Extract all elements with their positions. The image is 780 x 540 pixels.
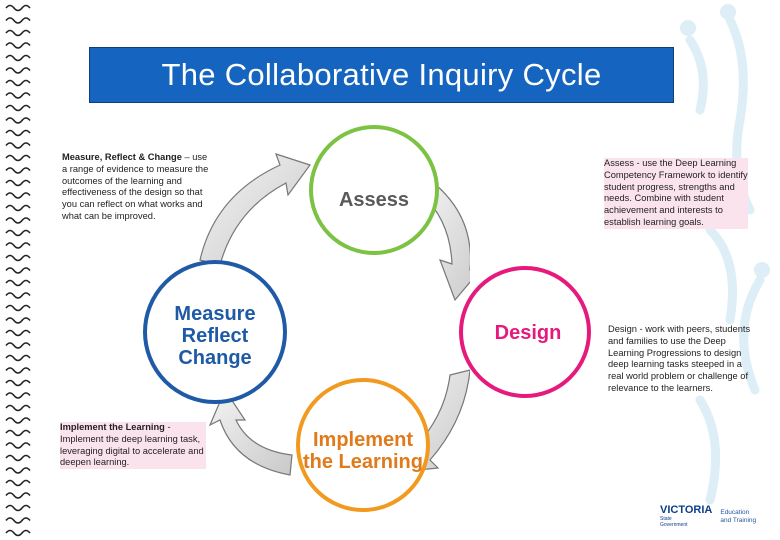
spiral-ring <box>5 142 31 149</box>
title-banner: The Collaborative Inquiry Cycle <box>89 47 674 103</box>
implement-label-line2: the Learning <box>303 451 423 473</box>
spiral-ring <box>5 492 31 499</box>
spiral-ring <box>5 42 31 49</box>
arrow-measure-to-assess <box>199 153 311 266</box>
spiral-ring <box>5 117 31 124</box>
spiral-ring <box>5 92 31 99</box>
spiral-ring <box>5 504 31 512</box>
page-title: The Collaborative Inquiry Cycle <box>161 57 602 92</box>
measure-label-line1: Measure <box>174 303 255 325</box>
spiral-ring <box>5 292 31 299</box>
logo-sub1: State <box>660 516 672 522</box>
design-circle-outline <box>459 266 591 398</box>
spiral-ring <box>5 517 31 524</box>
spiral-ring <box>5 29 31 37</box>
design-label: Design <box>495 322 562 344</box>
spiral-ring <box>5 267 31 274</box>
measure-label-line3: Change <box>178 347 251 369</box>
spiral-ring <box>5 367 31 374</box>
spiral-ring <box>5 254 31 262</box>
note-design: Design - work with peers, students and f… <box>608 324 752 395</box>
spiral-ring <box>5 129 31 137</box>
spiral-ring <box>5 154 31 162</box>
logo-dept1: Education <box>720 509 750 516</box>
note-assess-text: Assess - use the Deep Learning Competenc… <box>604 158 748 227</box>
spiral-ring <box>5 204 31 212</box>
victoria-government-logo: VICTORIA State Government Education and … <box>660 504 756 529</box>
logo-name: VICTORIA <box>660 504 713 516</box>
spiral-ring <box>5 217 31 224</box>
note-measure-text: – use a range of evidence to measure the… <box>62 152 209 221</box>
spiral-ring <box>5 417 31 424</box>
spiral-binding <box>5 4 31 537</box>
note-design-text: Design - work with peers, students and f… <box>608 324 751 393</box>
spiral-ring <box>5 429 31 437</box>
note-implement-text: - Implement the deep learning task, leve… <box>60 422 204 468</box>
spiral-ring <box>5 167 31 174</box>
cycle-diagram: Assess Implement the Learning Measure Re… <box>143 125 470 512</box>
spiral-ring <box>5 67 31 74</box>
spiral-ring <box>5 17 31 24</box>
spiral-ring <box>5 529 31 537</box>
note-measure: Measure, Reflect & Change – use a range … <box>62 152 214 223</box>
spiral-ring <box>5 179 31 187</box>
spiral-ring <box>5 317 31 324</box>
measure-circle <box>143 260 287 404</box>
spiral-ring <box>5 479 31 487</box>
note-implement: Implement the Learning - Implement the d… <box>60 422 206 470</box>
spiral-ring <box>5 304 31 312</box>
implement-circle <box>296 378 430 512</box>
assess-label: Assess <box>339 189 409 211</box>
spiral-ring <box>5 192 31 199</box>
spiral-ring <box>5 104 31 112</box>
assess-circle <box>309 125 439 255</box>
spiral-ring <box>5 392 31 399</box>
note-assess: Assess - use the Deep Learning Competenc… <box>604 158 748 229</box>
logo-department: Education and Training <box>720 509 756 524</box>
spiral-ring <box>5 54 31 62</box>
spiral-ring <box>5 329 31 337</box>
spiral-ring <box>5 454 31 462</box>
logo-dept2: and Training <box>720 516 757 524</box>
spiral-ring <box>5 4 31 12</box>
measure-label-line2: Reflect <box>182 325 249 347</box>
logo-victoria: VICTORIA State Government <box>660 504 713 529</box>
background-figures <box>680 4 770 505</box>
spiral-ring <box>5 379 31 387</box>
spiral-ring <box>5 342 31 349</box>
arrow-assess-to-design <box>421 179 470 302</box>
design-node: Design <box>459 266 591 398</box>
implement-label-line1: Implement <box>313 429 413 451</box>
note-implement-heading: Implement the Learning <box>60 422 165 432</box>
spiral-ring <box>5 467 31 474</box>
spiral-ring <box>5 79 31 87</box>
logo-sub2: Government <box>660 522 688 528</box>
spiral-ring <box>5 279 31 287</box>
spiral-ring <box>5 442 31 449</box>
spiral-ring <box>5 354 31 362</box>
spiral-ring <box>5 242 31 249</box>
note-measure-heading: Measure, Reflect & Change <box>62 152 182 162</box>
spiral-ring <box>5 404 31 412</box>
spiral-ring <box>5 229 31 237</box>
